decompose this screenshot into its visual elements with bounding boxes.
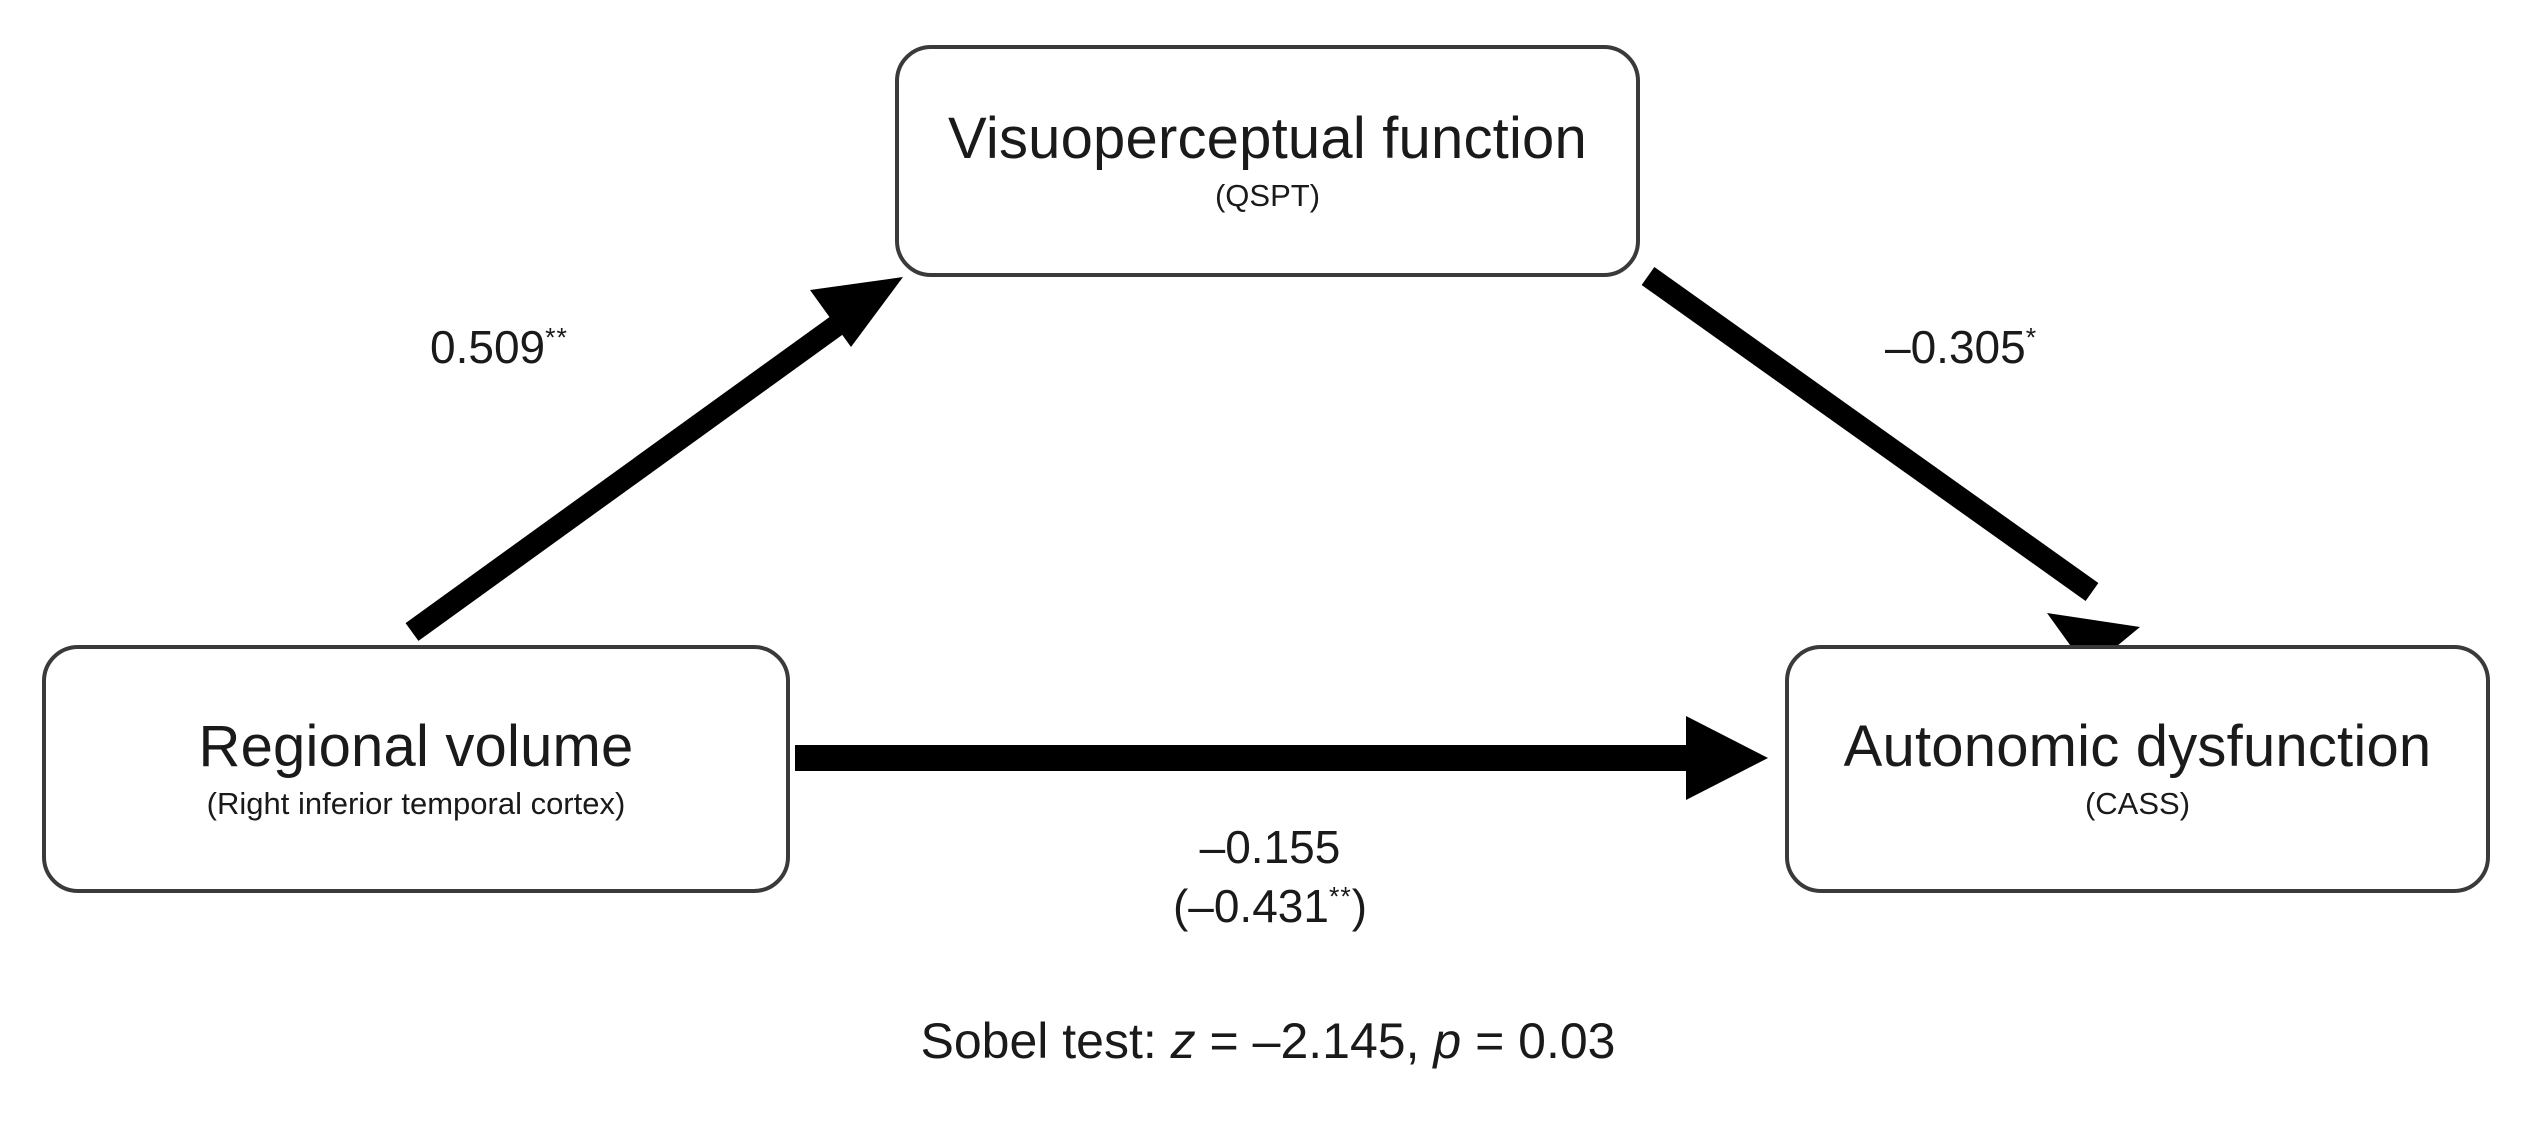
caption-z-equals: = — [1195, 1013, 1253, 1069]
node-predictor-title: Regional volume — [198, 714, 634, 780]
arrow-path-c — [795, 716, 1768, 800]
node-outcome[interactable]: Autonomic dysfunction (CASS) — [1785, 645, 2490, 893]
path-coefficient-b: –0.305* — [1885, 318, 2037, 377]
path-c-total-effect-value: –0.431 — [1188, 879, 1329, 932]
caption-p-value: 0.03 — [1518, 1013, 1616, 1069]
node-outcome-subtitle: (CASS) — [2084, 786, 2191, 822]
path-coefficient-c: –0.155 (–0.431**) — [1030, 818, 1510, 936]
path-c-total-effect-significance: ** — [1328, 881, 1352, 912]
path-c-direct-effect: –0.155 — [1199, 821, 1341, 873]
arrow-path-b — [1641, 267, 2140, 670]
node-predictor-subtitle: (Right inferior temporal cortex) — [206, 786, 626, 822]
node-outcome-title: Autonomic dysfunction — [1843, 714, 2432, 780]
node-predictor[interactable]: Regional volume (Right inferior temporal… — [42, 645, 790, 893]
caption-z-value: –2.145 — [1252, 1013, 1406, 1069]
node-mediator-subtitle: (QSPT) — [1214, 178, 1321, 214]
path-b-significance: * — [2025, 322, 2038, 353]
path-b-value: –0.305 — [1885, 321, 2026, 373]
sobel-test-caption: Sobel test: z = –2.145, p = 0.03 — [0, 1012, 2536, 1070]
node-mediator[interactable]: Visuoperceptual function (QSPT) — [895, 45, 1640, 277]
caption-separator: , — [1405, 1013, 1434, 1069]
path-a-value: 0.509 — [430, 321, 546, 373]
path-coefficient-a: 0.509** — [430, 318, 568, 377]
node-mediator-title: Visuoperceptual function — [948, 106, 1587, 172]
caption-p-symbol: p — [1433, 1013, 1462, 1069]
arrow-path-a — [405, 277, 903, 641]
caption-z-symbol: z — [1170, 1013, 1196, 1069]
caption-prefix: Sobel test: — [920, 1013, 1171, 1069]
path-a-significance: ** — [545, 322, 568, 353]
caption-p-equals: = — [1461, 1013, 1519, 1069]
path-c-total-effect: (–0.431**) — [1172, 879, 1368, 932]
